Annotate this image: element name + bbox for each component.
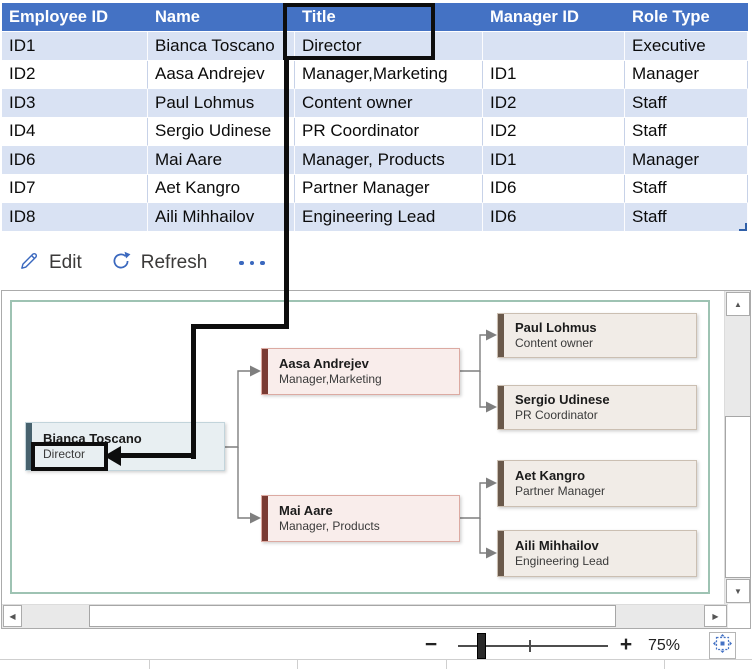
node-title: PR Coordinator bbox=[515, 408, 598, 423]
table-cell[interactable]: ID6 bbox=[2, 146, 148, 175]
zoom-out-button[interactable]: − bbox=[424, 633, 438, 656]
table-cell[interactable]: Engineering Lead bbox=[295, 203, 483, 232]
table-cell[interactable]: Mai Aare bbox=[148, 146, 295, 175]
org-node-mai-aare[interactable]: Mai Aare Manager, Products bbox=[261, 495, 460, 542]
table-cell[interactable]: Paul Lohmus bbox=[148, 89, 295, 118]
vertical-scrollbar[interactable]: ▲ ▼ bbox=[724, 291, 751, 604]
table-cell[interactable]: ID6 bbox=[483, 203, 625, 232]
table-cell[interactable]: Manager bbox=[625, 146, 748, 175]
sheet-gridline-vertical bbox=[664, 660, 665, 669]
node-name: Aet Kangro bbox=[515, 467, 586, 483]
table-cell[interactable]: Staff bbox=[625, 117, 748, 146]
org-node-bianca-toscano[interactable]: Bianca Toscano Director bbox=[25, 422, 225, 471]
scroll-up-button[interactable]: ▲ bbox=[726, 292, 750, 316]
triangle-down-icon: ▼ bbox=[734, 586, 742, 596]
zoom-in-button[interactable]: + bbox=[619, 633, 633, 656]
node-title: Partner Manager bbox=[515, 484, 606, 499]
refresh-icon bbox=[110, 250, 132, 277]
org-node-aasa-andrejev[interactable]: Aasa Andrejev Manager,Marketing bbox=[261, 348, 460, 395]
triangle-right-icon: ▶ bbox=[712, 611, 719, 621]
table-cell[interactable]: Aet Kangro bbox=[148, 174, 295, 203]
zoom-slider-track[interactable] bbox=[458, 645, 608, 647]
zoom-level-value: 75% bbox=[648, 637, 681, 654]
table-cell[interactable]: Aasa Andrejev bbox=[148, 60, 295, 89]
scroll-down-button[interactable]: ▼ bbox=[726, 579, 750, 603]
more-options-ellipsis-icon[interactable] bbox=[239, 246, 265, 280]
fit-to-window-icon bbox=[713, 633, 732, 658]
refresh-button[interactable]: Refresh bbox=[110, 250, 208, 277]
horizontal-scrollbar[interactable]: ◀ ▶ bbox=[2, 604, 728, 628]
scroll-left-button[interactable]: ◀ bbox=[3, 605, 22, 627]
sheet-gridline-vertical bbox=[297, 660, 298, 669]
table-cell[interactable]: PR Coordinator bbox=[295, 117, 483, 146]
column-header-title[interactable]: Title bbox=[295, 3, 483, 32]
column-header-role-type[interactable]: Role Type bbox=[625, 3, 748, 32]
column-header-employee-id[interactable]: Employee ID bbox=[2, 3, 148, 32]
table-cell[interactable]: Bianca Toscano bbox=[148, 32, 295, 61]
table-cell[interactable]: ID1 bbox=[483, 60, 625, 89]
scrollbar-corner bbox=[728, 604, 750, 628]
table-cell[interactable]: ID2 bbox=[483, 117, 625, 146]
table-cell[interactable]: Content owner bbox=[295, 89, 483, 118]
edit-button-label: Edit bbox=[49, 252, 82, 273]
node-name: Sergio Udinese bbox=[515, 391, 610, 407]
scroll-right-button[interactable]: ▶ bbox=[704, 605, 727, 627]
table-cell[interactable]: Partner Manager bbox=[295, 174, 483, 203]
triangle-up-icon: ▲ bbox=[734, 299, 742, 309]
org-node-sergio-udinese[interactable]: Sergio Udinese PR Coordinator bbox=[497, 385, 697, 430]
table-cell[interactable]: Staff bbox=[625, 174, 748, 203]
sheet-gridline-vertical bbox=[446, 660, 447, 669]
table-cell[interactable]: ID2 bbox=[483, 89, 625, 118]
table-cell[interactable]: Sergio Udinese bbox=[148, 117, 295, 146]
node-name: Paul Lohmus bbox=[515, 319, 597, 335]
table-resize-handle[interactable] bbox=[739, 223, 747, 231]
column-header-name[interactable]: Name bbox=[148, 3, 295, 32]
table-cell[interactable]: Manager,Marketing bbox=[295, 60, 483, 89]
node-title: Director bbox=[43, 447, 86, 462]
column-header-manager-id[interactable]: Manager ID bbox=[483, 3, 625, 32]
vertical-scrollbar-thumb[interactable] bbox=[725, 416, 751, 578]
table-cell[interactable]: Staff bbox=[625, 89, 748, 118]
table-cell[interactable]: ID4 bbox=[2, 117, 148, 146]
table-cell[interactable]: Manager, Products bbox=[295, 146, 483, 175]
pencil-icon bbox=[18, 250, 40, 277]
employee-table: Employee ID Name Title Manager ID Role T… bbox=[2, 3, 748, 232]
node-name: Bianca Toscano bbox=[43, 430, 142, 446]
node-title: Manager, Products bbox=[279, 519, 380, 534]
org-node-aili-mihhailov[interactable]: Aili Mihhailov Engineering Lead bbox=[497, 530, 697, 577]
table-cell[interactable]: ID6 bbox=[483, 174, 625, 203]
edit-button[interactable]: Edit bbox=[18, 250, 82, 277]
table-cell[interactable]: ID2 bbox=[2, 60, 148, 89]
node-title: Manager,Marketing bbox=[279, 372, 382, 387]
fit-page-to-window-button[interactable] bbox=[709, 632, 736, 659]
table-cell[interactable]: ID8 bbox=[2, 203, 148, 232]
zoom-slider-center-tick bbox=[529, 640, 531, 652]
table-cell[interactable]: ID1 bbox=[483, 146, 625, 175]
refresh-button-label: Refresh bbox=[140, 252, 208, 273]
table-cell[interactable] bbox=[483, 32, 625, 61]
org-node-aet-kangro[interactable]: Aet Kangro Partner Manager bbox=[497, 460, 697, 507]
table-cell[interactable]: ID3 bbox=[2, 89, 148, 118]
zoom-slider-thumb[interactable] bbox=[477, 633, 486, 659]
triangle-left-icon: ◀ bbox=[9, 611, 16, 621]
table-cell[interactable]: ID1 bbox=[2, 32, 148, 61]
table-cell[interactable]: Aili Mihhailov bbox=[148, 203, 295, 232]
sheet-gridline-horizontal bbox=[0, 659, 752, 660]
node-name: Mai Aare bbox=[279, 502, 333, 518]
table-cell[interactable]: ID7 bbox=[2, 174, 148, 203]
org-node-paul-lohmus[interactable]: Paul Lohmus Content owner bbox=[497, 313, 697, 358]
table-cell[interactable]: Manager bbox=[625, 60, 748, 89]
horizontal-scrollbar-thumb[interactable] bbox=[89, 605, 616, 627]
node-name: Aasa Andrejev bbox=[279, 355, 369, 371]
node-title: Engineering Lead bbox=[515, 554, 610, 569]
table-cell[interactable]: Staff bbox=[625, 203, 748, 232]
node-title: Content owner bbox=[515, 336, 594, 351]
node-name: Aili Mihhailov bbox=[515, 537, 599, 553]
sheet-gridline-vertical bbox=[149, 660, 150, 669]
viewer-toolbar: Edit Refresh bbox=[18, 246, 265, 280]
table-cell[interactable]: Executive bbox=[625, 32, 748, 61]
table-cell[interactable]: Director bbox=[295, 32, 483, 61]
